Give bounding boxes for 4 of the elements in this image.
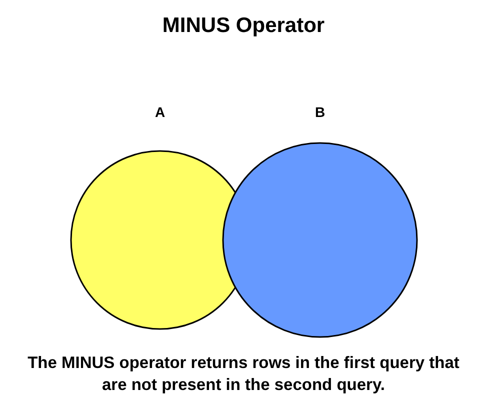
caption: The MINUS operator returns rows in the first query that are not present in the second query. [26, 353, 460, 396]
set-label: A [154, 104, 166, 120]
set-label: B [314, 104, 326, 120]
diagram-title: MINUS Operator [161, 14, 326, 38]
